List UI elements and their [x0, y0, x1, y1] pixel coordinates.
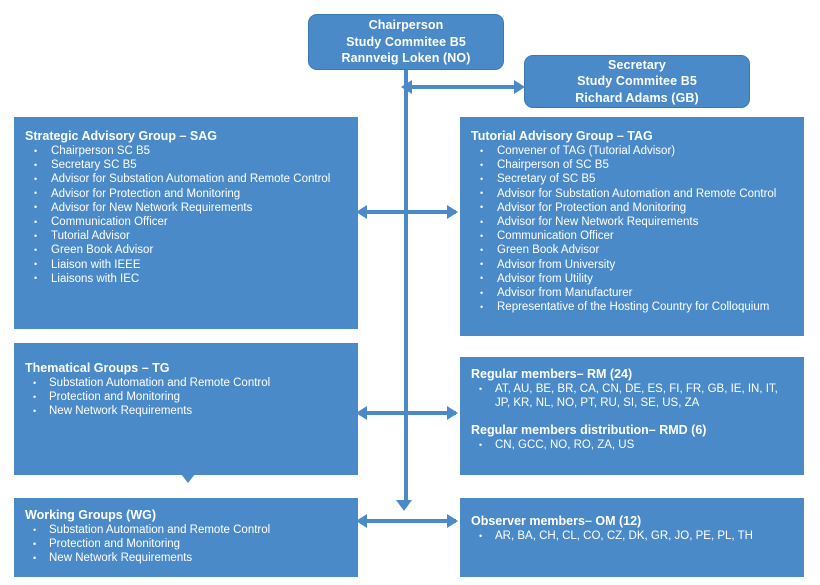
- observer-members-title: Observer members– OM (12): [471, 514, 642, 528]
- chairperson-secretary-arrow-left: [401, 80, 412, 94]
- list-item: Green Book Advisor: [25, 243, 347, 257]
- list-item: Advisor for New Network Requirements: [25, 200, 347, 215]
- list-item: Substation Automation and Remote Control: [25, 375, 347, 390]
- list-item: New Network Requirements: [25, 551, 347, 565]
- list-item: Advisor for New Network Requirements: [471, 215, 795, 229]
- list-item: New Network Requirements: [25, 404, 347, 418]
- regular-members-distribution-title: Regular members distribution– RMD (6): [471, 423, 707, 438]
- list-item: Secretary of SC B5: [471, 172, 795, 186]
- chairperson-person: Rannveig Loken (NO): [341, 51, 471, 66]
- observer-members-panel[interactable]: Observer members– OM (12) AR, BA, CH, CL…: [460, 498, 804, 577]
- sag-member-list: Chairperson SC B5 Secretary SC B5 Adviso…: [25, 143, 347, 286]
- list-item: Representative of the Hosting Country fo…: [471, 300, 795, 314]
- list-item: Advisor for Substation Automation and Re…: [25, 172, 347, 186]
- tag-title: Tutorial Advisory Group – TAG: [471, 129, 653, 143]
- chairperson-role: Chairperson: [368, 18, 444, 33]
- wg-om-line: [366, 519, 456, 523]
- list-item: Liaison with IEEE: [25, 257, 347, 272]
- list-item: Advisor for Substation Automation and Re…: [471, 186, 795, 201]
- sag-tag-line: [366, 210, 456, 214]
- chairperson-secretary-line: [412, 85, 520, 89]
- regular-members-distribution-list: CN, GCC, NO, RO, ZA, US: [471, 438, 791, 452]
- observer-members-country-list: AR, BA, CH, CL, CO, CZ, DK, GR, JO, PE, …: [471, 528, 793, 543]
- list-item: Advisor from Manufacturer: [471, 286, 795, 300]
- sag-tag-arrow-right: [447, 205, 458, 219]
- tg-to-wg-arrow-down: [181, 474, 195, 483]
- list-item: Advisor for Protection and Monitoring: [25, 186, 347, 201]
- tg-rm-line: [366, 411, 456, 415]
- secretary-role: Secretary: [608, 57, 666, 72]
- wg-om-arrow-right: [447, 514, 458, 528]
- list-item: Advisor from Utility: [471, 271, 795, 286]
- regular-members-title: Regular members– RM (24): [471, 367, 633, 381]
- regular-members-country-list: AT, AU, BE, BR, CA, CN, DE, ES, FI, FR, …: [471, 381, 791, 410]
- list-item: Communication Officer: [25, 215, 347, 229]
- chairperson-secretary-arrow-right: [514, 80, 525, 94]
- tg-rm-arrow-right: [447, 406, 458, 420]
- wg-om-arrow-left: [356, 514, 367, 528]
- list-item: Chairperson SC B5: [25, 143, 347, 158]
- tg-item-list: Substation Automation and Remote Control…: [25, 375, 347, 419]
- wg-item-list: Substation Automation and Remote Control…: [25, 522, 347, 566]
- working-groups-panel[interactable]: Working Groups (WG) Substation Automatio…: [14, 498, 358, 577]
- sag-tag-arrow-left: [356, 205, 367, 219]
- strategic-advisory-group-panel[interactable]: Strategic Advisory Group – SAG Chairpers…: [14, 117, 358, 329]
- list-item: CN, GCC, NO, RO, ZA, US: [471, 438, 791, 452]
- list-item: Protection and Monitoring: [25, 537, 347, 551]
- chairperson-spine-line: [404, 62, 408, 502]
- chairperson-to-wg-arrow-down: [396, 500, 412, 511]
- regular-members-panel[interactable]: Regular members– RM (24) AT, AU, BE, BR,…: [460, 357, 804, 475]
- list-item: Protection and Monitoring: [25, 390, 347, 404]
- chairperson-box[interactable]: Chairperson Study Commitee B5 Rannveig L…: [308, 14, 504, 70]
- list-item: Advisor for Protection and Monitoring: [471, 200, 795, 215]
- tg-rm-arrow-left: [356, 406, 367, 420]
- secretary-committee: Study Commitee B5: [577, 74, 697, 89]
- list-item: Convener of TAG (Tutorial Advisor): [471, 143, 795, 158]
- secretary-person: Richard Adams (GB): [575, 90, 699, 105]
- tutorial-advisory-group-panel[interactable]: Tutorial Advisory Group – TAG Convener o…: [460, 117, 804, 336]
- list-item: Secretary SC B5: [25, 158, 347, 172]
- list-item: Tutorial Advisor: [25, 229, 347, 243]
- wg-title: Working Groups (WG): [25, 508, 157, 522]
- list-item: Liaisons with IEC: [25, 271, 347, 286]
- tg-title: Thematical Groups – TG: [25, 361, 170, 375]
- list-item: AT, AU, BE, BR, CA, CN, DE, ES, FI, FR, …: [471, 381, 791, 410]
- list-item: AR, BA, CH, CL, CO, CZ, DK, GR, JO, PE, …: [471, 528, 793, 543]
- list-item: Communication Officer: [471, 229, 795, 243]
- sag-title: Strategic Advisory Group – SAG: [25, 129, 217, 143]
- list-item: Chairperson of SC B5: [471, 158, 795, 172]
- list-item: Advisor from University: [471, 257, 795, 272]
- thematical-groups-panel[interactable]: Thematical Groups – TG Substation Automa…: [14, 343, 358, 475]
- list-item: Substation Automation and Remote Control: [25, 522, 347, 537]
- tag-member-list: Convener of TAG (Tutorial Advisor) Chair…: [471, 143, 795, 314]
- list-item: Green Book Advisor: [471, 243, 795, 257]
- chairperson-committee: Study Commitee B5: [346, 34, 466, 49]
- secretary-box[interactable]: Secretary Study Commitee B5 Richard Adam…: [524, 55, 750, 108]
